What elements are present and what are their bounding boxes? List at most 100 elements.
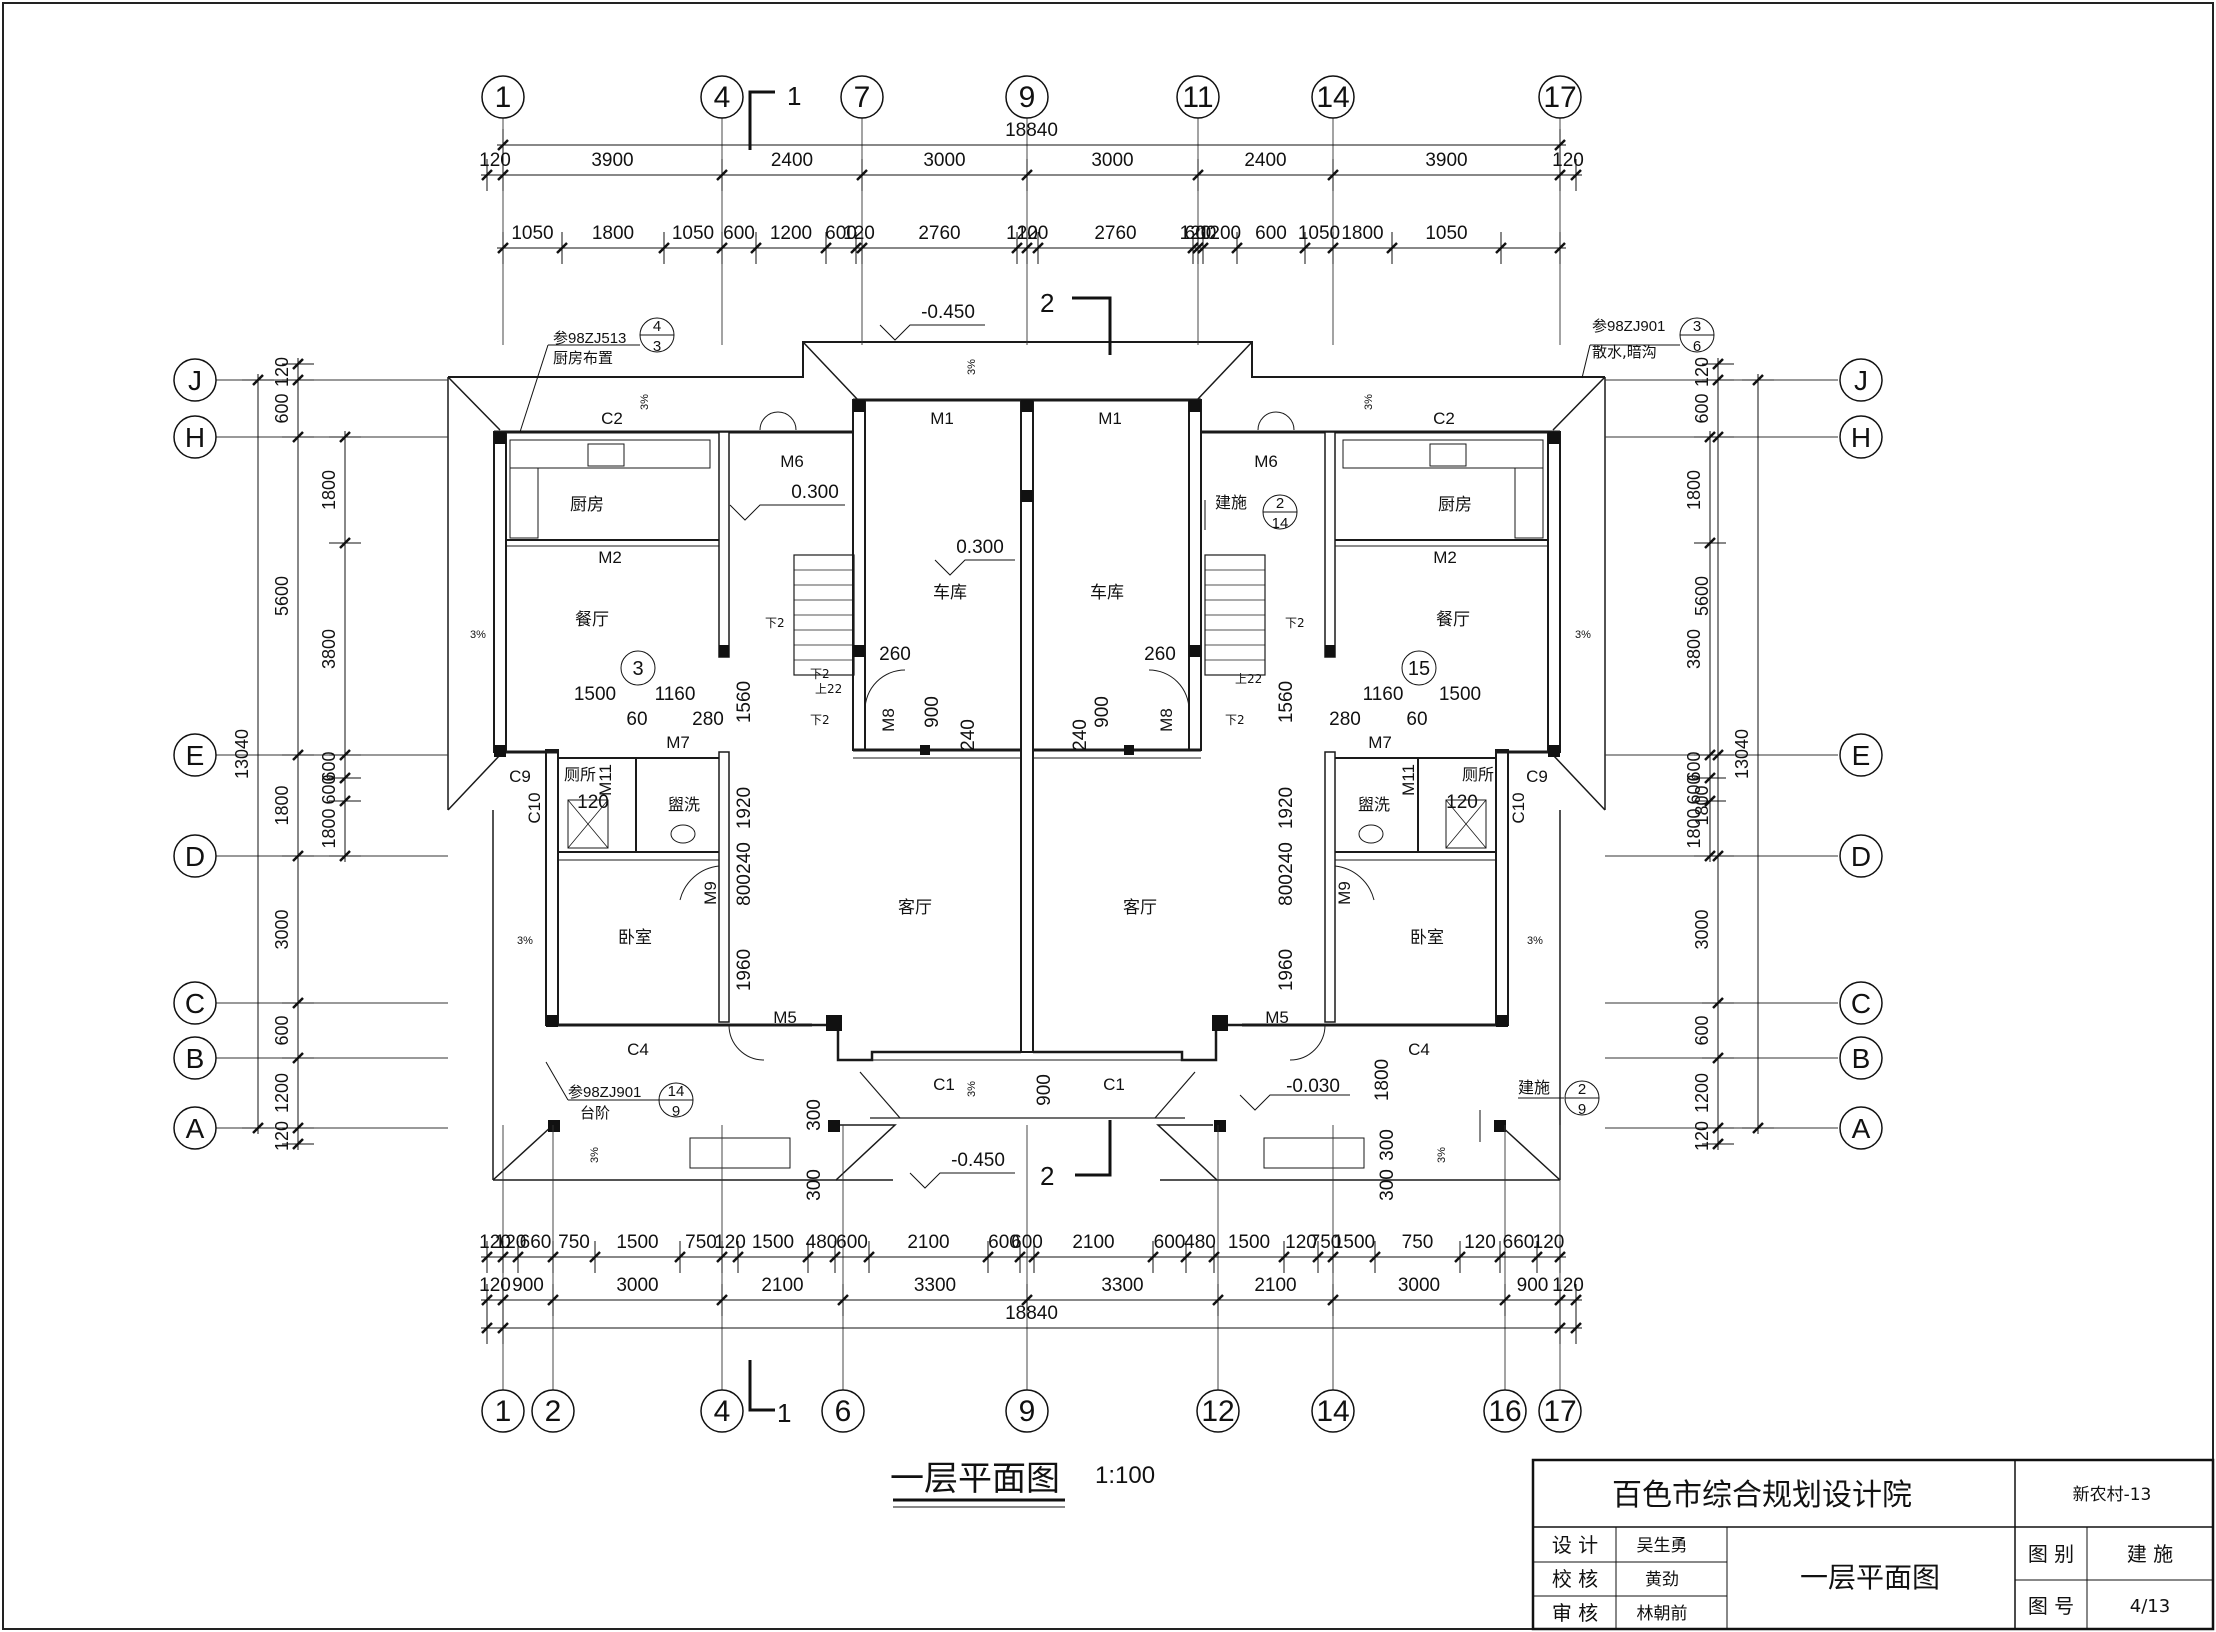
dim-bottom-row1-text: 750 bbox=[1310, 1232, 1342, 1253]
elevation-0300-a: 0.300 bbox=[791, 482, 839, 503]
dim-local: 120 bbox=[577, 792, 609, 813]
dim-right-b-tick bbox=[1704, 749, 1716, 761]
axis-label-bottom: 6 bbox=[835, 1395, 852, 1428]
dim-bottom-row2-text: 3300 bbox=[1101, 1275, 1143, 1296]
dim-bottom-total-tick bbox=[481, 1322, 493, 1334]
dim-bottom-row2-text: 2100 bbox=[761, 1275, 803, 1296]
dim-bottom-row1-tick bbox=[512, 1251, 524, 1263]
dim-top-row3-text: 600 bbox=[1255, 223, 1287, 244]
axis-label-right: J bbox=[1854, 365, 1868, 396]
dim-local: 300 bbox=[804, 1099, 825, 1131]
title-block-reviewer: 林朝前 bbox=[1637, 1604, 1688, 1624]
dim-right-b-text: 1800 bbox=[1684, 470, 1704, 510]
dim-bottom-row1-tick bbox=[982, 1251, 994, 1263]
note-kitchen-den: 3 bbox=[653, 338, 661, 355]
note-kitchen-num: 4 bbox=[653, 318, 661, 335]
dim-local: 900 bbox=[922, 696, 943, 728]
dim-bottom-row1-tick bbox=[863, 1251, 875, 1263]
dim-left-b-tick bbox=[339, 431, 351, 443]
window-c10-left: C10 bbox=[525, 792, 544, 823]
note-ref-step: 参98ZJ901 bbox=[568, 1084, 641, 1101]
door-m1-right: M1 bbox=[1098, 409, 1122, 428]
dim-top-row3-text: 2760 bbox=[1094, 223, 1136, 244]
dim-bottom-row1-tick bbox=[1554, 1251, 1566, 1263]
dim-top-row3-text: 600 bbox=[1185, 223, 1217, 244]
door-m6-left: M6 bbox=[780, 452, 804, 471]
door-m11-right: M11 bbox=[1399, 764, 1418, 796]
axis-label-left: B bbox=[186, 1043, 205, 1074]
door-m1-left: M1 bbox=[930, 409, 954, 428]
dim-right-a-tick bbox=[1712, 374, 1724, 386]
axis-bubble-bottom bbox=[821, 1389, 865, 1433]
window-c4-right: C4 bbox=[1408, 1040, 1430, 1059]
dim-bottom-row1-text: 120 bbox=[1533, 1232, 1565, 1253]
note-jianshi-a: 建施 bbox=[1215, 493, 1247, 512]
dim-bottom-row1-text: 2100 bbox=[907, 1232, 949, 1253]
door-m5-right: M5 bbox=[1265, 1008, 1289, 1027]
dim-top-row3-text: 120 bbox=[1180, 223, 1212, 244]
axis-bubble-right bbox=[1839, 358, 1883, 402]
dim-local: 240 bbox=[734, 842, 755, 874]
elevation-bottom: -0.450 bbox=[951, 1150, 1005, 1171]
axis-bubble-top bbox=[1176, 75, 1220, 119]
dim-bottom-row2-text: 120 bbox=[1552, 1275, 1584, 1296]
dim-bottom-row1-text: 600 bbox=[988, 1232, 1020, 1253]
dim-bottom-row1-text: 120 bbox=[1285, 1232, 1317, 1253]
dim-left-a-tick bbox=[292, 997, 304, 1009]
axis-bubble-left bbox=[173, 1036, 217, 1080]
axis-bubble-left bbox=[173, 415, 217, 459]
dim-left-b-text: 600 bbox=[319, 751, 339, 781]
title-block-category-label: 图 别 bbox=[2028, 1542, 2074, 1566]
stair-down-right: 下2 bbox=[1285, 616, 1305, 630]
dim-bottom-row1-text: 600 bbox=[836, 1232, 868, 1253]
dim-bottom-total-tick bbox=[1554, 1322, 1566, 1334]
dim-bottom-row1-text: 660 bbox=[1503, 1232, 1535, 1253]
axis-bubble-bottom bbox=[1196, 1389, 1240, 1433]
dim-top-row2-text: 2400 bbox=[771, 150, 813, 171]
elevation-top: -0.450 bbox=[921, 302, 975, 323]
room-wash-right: 盥洗 bbox=[1358, 795, 1390, 814]
dim-top-total-text: 18840 bbox=[1005, 120, 1058, 141]
axis-bubble-bottom bbox=[1311, 1389, 1355, 1433]
slope-label: 3% bbox=[966, 1081, 978, 1097]
dim-local: 300 bbox=[1377, 1169, 1398, 1201]
room-dining-left: 餐厅 bbox=[575, 610, 609, 630]
dim-right-a-tick bbox=[1712, 1138, 1724, 1150]
dim-bottom-row2-text: 3000 bbox=[616, 1275, 658, 1296]
dim-bottom-row1-tick bbox=[547, 1251, 559, 1263]
dim-left-a-tick bbox=[292, 850, 304, 862]
axis-label-right: C bbox=[1851, 988, 1871, 1019]
door-m6-right: M6 bbox=[1254, 452, 1278, 471]
section-mark-1-top: 1 bbox=[787, 81, 801, 111]
detail-3: 3 bbox=[632, 658, 643, 680]
dim-bottom-row1-text: 480 bbox=[1184, 1232, 1216, 1253]
dim-bottom-row1-tick bbox=[1494, 1251, 1506, 1263]
dim-left-b-tick bbox=[339, 850, 351, 862]
room-toilet-right: 厕所 bbox=[1462, 765, 1494, 784]
dim-right-b-text: 3800 bbox=[1684, 629, 1704, 669]
dim-local: 1920 bbox=[1276, 787, 1297, 829]
dim-local: 60 bbox=[626, 709, 647, 730]
dim-bottom-row2-text: 3300 bbox=[914, 1275, 956, 1296]
room-toilet-left: 厕所 bbox=[564, 765, 596, 784]
dim-top-row3-tick bbox=[1011, 242, 1023, 254]
title-block-number: 4/13 bbox=[2130, 1596, 2170, 1617]
local-dimensions: 1500 1160 60 280 1160 1500 280 60 1560 1… bbox=[574, 644, 1481, 1201]
opening-tags: M1 M1 M2 M2 M5 M5 M6 M6 M7 M7 M8 M8 M9 M… bbox=[509, 409, 1548, 1094]
dim-bottom-row1-text: 660 bbox=[520, 1232, 552, 1253]
dim-top-row2-text: 3900 bbox=[1425, 150, 1467, 171]
dim-bottom-row2-tick bbox=[547, 1294, 559, 1306]
slope-label: 3% bbox=[517, 935, 533, 947]
axis-bubble-right bbox=[1839, 1036, 1883, 1080]
dim-local: 1560 bbox=[1276, 681, 1297, 723]
axis-label-top: 14 bbox=[1316, 81, 1349, 114]
dim-left-a-text: 3000 bbox=[272, 909, 292, 949]
dim-right-a-tick bbox=[1712, 358, 1724, 370]
dim-right-a-text: 3000 bbox=[1692, 909, 1712, 949]
slope-label: 3% bbox=[470, 629, 486, 641]
dim-local: 900 bbox=[1034, 1074, 1055, 1106]
title-block-institute: 百色市综合规划设计院 bbox=[1612, 1478, 1912, 1513]
room-wash-left: 盥洗 bbox=[668, 795, 700, 814]
axis-label-left: C bbox=[185, 988, 205, 1019]
